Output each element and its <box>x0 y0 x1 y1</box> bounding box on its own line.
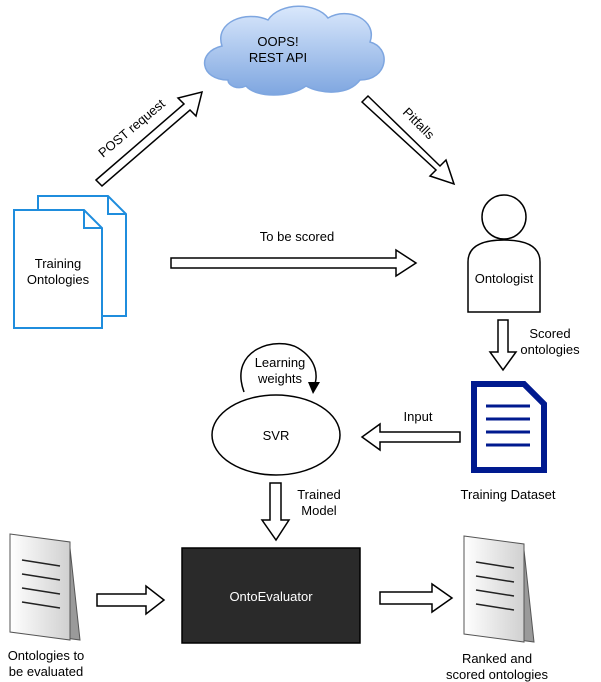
to-be-scored-label: To be scored <box>260 229 334 244</box>
cloud-label-line2: REST API <box>249 50 307 65</box>
person-icon <box>467 194 541 313</box>
input-label: Input <box>404 409 433 424</box>
training-ontologies-node: Training Ontologies <box>13 195 127 329</box>
ontologies-to-evaluate-line2: be evaluated <box>9 664 83 679</box>
ranked-ontologies-line1: Ranked and <box>462 651 532 666</box>
scored-ontologies-line2: ontologies <box>520 342 580 357</box>
scored-ontologies-line1: Scored <box>529 326 570 341</box>
oops-rest-api-cloud: OOPS! REST API <box>204 5 385 96</box>
learning-weights-line1: Learning <box>255 355 306 370</box>
documents-icon <box>13 195 127 329</box>
ranked-ontologies-node: Ranked and scored ontologies <box>446 535 548 682</box>
training-ontologies-line1: Training <box>35 256 81 271</box>
ontologies-to-evaluate-line1: Ontologies to <box>8 648 85 663</box>
arrow-pitfalls: Pitfalls <box>360 94 456 186</box>
arrow-post-request: POST request <box>94 90 204 188</box>
svr-node: SVR <box>211 394 341 476</box>
arrow-to-be-scored: To be scored <box>170 229 418 278</box>
ontologist-label: Ontologist <box>475 271 534 286</box>
arrow-input: Input <box>360 409 461 452</box>
cloud-label-line1: OOPS! <box>257 34 298 49</box>
arrow-to-onto-evaluator <box>96 584 166 616</box>
training-dataset-label: Training Dataset <box>461 487 556 502</box>
file-stack-icon <box>9 533 81 641</box>
document-icon <box>471 381 547 473</box>
arrow-to-ranked <box>379 582 454 614</box>
onto-evaluator-node: OntoEvaluator <box>181 547 361 644</box>
learning-weights-loop: Learning weights <box>240 342 320 394</box>
arrow-scored-ontologies: Scored ontologies <box>488 319 580 372</box>
training-ontologies-line2: Ontologies <box>27 272 90 287</box>
cloud-icon <box>204 5 385 96</box>
ontologies-to-evaluate-node: Ontologies to be evaluated <box>8 533 85 679</box>
training-dataset-node: Training Dataset <box>461 381 556 502</box>
ontologist-node: Ontologist <box>467 194 541 313</box>
trained-model-line1: Trained <box>297 487 341 502</box>
trained-model-line2: Model <box>301 503 337 518</box>
learning-weights-line2: weights <box>257 371 303 386</box>
ranked-ontologies-line2: scored ontologies <box>446 667 548 682</box>
arrow-trained-model: Trained Model <box>260 482 341 542</box>
svr-label: SVR <box>263 428 290 443</box>
onto-evaluator-label: OntoEvaluator <box>229 589 313 604</box>
file-stack-icon <box>463 535 535 643</box>
